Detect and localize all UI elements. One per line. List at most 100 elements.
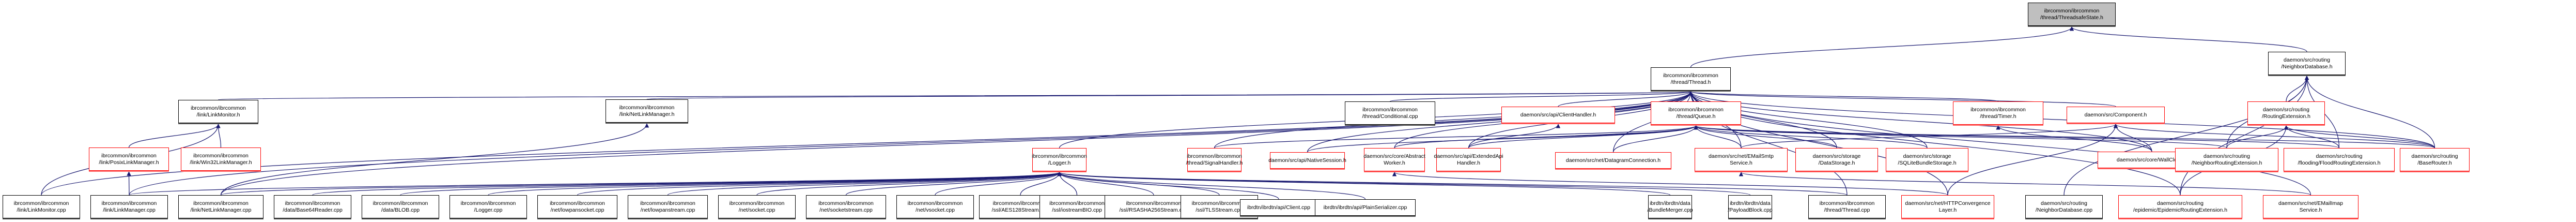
node-label-line: ibrcommon/ibrcommon	[729, 200, 785, 206]
graph-node-nativesession-h[interactable]: daemon/src/api/NativeSession.h	[1268, 152, 1346, 169]
edge-epidemic-h-to-neighbordb-h	[2180, 76, 2309, 196]
graph-node-thread-cpp[interactable]: ibrcommon/ibrcommon/thread/Thread.cpp	[1808, 195, 1886, 218]
graph-node-base64reader-cpp[interactable]: ibrcommon/ibrcommon/data/Base64Reader.cp…	[274, 195, 351, 218]
edge-floodrouting-h-to-queue-h	[1694, 125, 2340, 149]
graph-node-linkmanager-cpp[interactable]: ibrcommon/ibrcommon/link/LinkManager.cpp	[90, 195, 168, 218]
node-label-line: /link/LinkManager.cpp	[103, 206, 156, 213]
graph-node-linkmonitor-cpp[interactable]: ibrcommon/ibrcommon/link/LinkMonitor.cpp	[3, 195, 80, 218]
graph-node-signalhandler-h[interactable]: ibrcommon/ibrcommon/thread/SignalHandler…	[1186, 148, 1243, 171]
graph-node-baserouter-h[interactable]: daemon/src/routing/BaseRouter.h	[2400, 148, 2470, 171]
edge-conditional-cpp-to-thread-h	[1389, 91, 1693, 102]
graph-node-epidemic-h[interactable]: daemon/src/routing/epidemic/EpidemicRout…	[2118, 195, 2242, 218]
edge-socketstream-cpp-to-logger-h	[845, 172, 1062, 196]
graph-node-linkmonitor-h[interactable]: ibrcommon/ibrcommon/link/LinkMonitor.h	[178, 100, 258, 123]
node-label-line: /net/vsocket.cpp	[915, 206, 955, 213]
edge-lowpansocket-cpp-to-logger-h	[577, 172, 1062, 196]
edge-netlinkmanager-h-to-thread-h	[646, 91, 1692, 100]
node-label-line: /BaseRouter.h	[2417, 159, 2452, 166]
node-label-line: ibrcommon/ibrcommon	[193, 152, 249, 159]
edge-logger-cpp-to-logger-h	[488, 172, 1062, 196]
node-label-line: ibrcommon/ibrcommon	[373, 200, 428, 206]
graph-node-timer-h[interactable]: ibrcommon/ibrcommon/thread/Timer.h	[1953, 101, 2043, 125]
graph-node-payloadblock-cpp[interactable]: ibrdtn/ibrdtn/data/PayloadBlock.cpp	[1728, 195, 1773, 218]
graph-node-lowpanstream-cpp[interactable]: ibrcommon/ibrcommon/net/lowpanstream.cpp	[628, 195, 708, 218]
graph-node-datastorage-h[interactable]: daemon/src/storage/DataStorage.h	[1795, 148, 1878, 171]
graph-node-vsocket-cpp[interactable]: ibrcommon/ibrcommon/net/vsocket.cpp	[896, 195, 974, 218]
node-label-line: /BundleMerger.cpp	[1647, 206, 1693, 213]
edge-thread-cpp-to-logger-h	[1057, 172, 1848, 196]
node-label-line: daemon/src/storage	[1812, 153, 1861, 159]
graph-node-netlinkmanager-h[interactable]: ibrcommon/ibrcommon/link/NetLinkManager.…	[606, 99, 688, 123]
node-label-line: ibrdtn/ibrdtn/data	[1650, 200, 1690, 206]
graph-node-component-h[interactable]: daemon/src/Component.h	[2067, 107, 2165, 123]
node-label-line: /data/BLOB.cpp	[381, 206, 420, 213]
graph-node-plainserializer-cpp[interactable]: ibrdtn/ibrdtn/api/PlainSerializer.cpp	[1315, 199, 1416, 216]
node-label-line: ibrcommon/ibrcommon	[101, 200, 157, 206]
edge-signalhandler-h-to-queue-h	[1214, 125, 1698, 149]
graph-node-client-cpp[interactable]: ibrdtn/ibrdtn/api/Client.cpp	[1240, 199, 1317, 216]
edge-payloadblock-cpp-to-logger-h	[1057, 172, 1751, 196]
node-label-line: /link/Win32LinkManager.h	[190, 159, 252, 166]
node-label-line: daemon/src/storage	[1903, 153, 1951, 159]
graph-node-iostreambio-cpp[interactable]: ibrcommon/ibrcommon/ssl/iostreamBIO.cpp	[1039, 195, 1114, 218]
node-label-line: /flooding/FloodRoutingExtension.h	[2298, 159, 2381, 166]
graph-node-logger-h[interactable]: ibrcommon/ibrcommon/Logger.h	[1032, 148, 1087, 171]
edge-win32linkmgr-h-to-linkmonitor-h	[216, 124, 222, 148]
node-label-line: ibrcommon/ibrcommon	[2044, 7, 2100, 14]
graph-node-logger-cpp[interactable]: ibrcommon/ibrcommon/Logger.cpp	[449, 195, 527, 218]
node-label-line: ibrdtn/ibrdtn/api/Client.cpp	[1247, 204, 1310, 211]
graph-node-clienthandler-h[interactable]: daemon/src/api/ClientHandler.h	[1501, 107, 1615, 123]
graph-node-netlinkmanager-cpp[interactable]: ibrcommon/ibrcommon/link/NetLinkManager.…	[178, 195, 263, 218]
node-label-line: daemon/src/routing	[2203, 153, 2250, 159]
node-label-line: /thread/Thread.cpp	[1824, 206, 1870, 213]
graph-node-bundlemerger-cpp[interactable]: ibrdtn/ibrdtn/data/BundleMerger.cpp	[1647, 195, 1693, 218]
graph-node-routingext-h[interactable]: daemon/src/routing/RoutingExtension.h	[2247, 101, 2325, 125]
graph-node-posixlinkmgr-h[interactable]: ibrcommon/ibrcommon/link/PosixLinkManage…	[89, 147, 169, 171]
node-label-line: /Logger.h	[1048, 159, 1071, 166]
node-label-line: daemon/src/Component.h	[2084, 111, 2147, 118]
edge-baserouter-h-to-routingext-h	[2284, 125, 2435, 149]
node-label-line: ibrcommon/ibrcommon	[1191, 200, 1247, 206]
edge-routingext-h-to-neighbordb-h	[2286, 76, 2309, 102]
graph-node-floodrouting-h[interactable]: daemon/src/routing/flooding/FloodRouting…	[2284, 148, 2395, 171]
graph-node-blob-cpp[interactable]: ibrcommon/ibrcommon/data/BLOB.cpp	[362, 195, 439, 218]
edge-clienthandler-h-to-thread-h	[1558, 91, 1693, 107]
graph-node-win32linkmgr-h[interactable]: ibrcommon/ibrcommon/link/Win32LinkManage…	[181, 147, 261, 171]
node-label-line: ibrcommon/ibrcommon	[1032, 153, 1087, 159]
node-label-line: /thread/Conditional.cpp	[1362, 113, 1418, 120]
node-label-line: /ssl/AES128Stream.cpp	[991, 206, 1049, 213]
edge-abstractworker-h-to-queue-h	[1394, 125, 1698, 149]
edge-lowpanstream-cpp-to-logger-h	[667, 172, 1062, 196]
graph-node-thread-h[interactable]: ibrcommon/ibrcommon/thread/Thread.h	[1651, 67, 1731, 91]
graph-node-datagramconn-h[interactable]: daemon/src/net/DatagramConnection.h	[1555, 152, 1671, 169]
graph-node-conditional-cpp[interactable]: ibrcommon/ibrcommon/thread/Conditional.c…	[1345, 101, 1435, 125]
graph-node-lowpansocket-cpp[interactable]: ibrcommon/ibrcommon/net/lowpansocket.cpp	[537, 195, 617, 218]
node-label-line: ibrcommon/ibrcommon	[285, 200, 340, 206]
node-label-line: ibrcommon/ibrcommon	[1970, 106, 2026, 113]
edge-neighborroutingext-h-to-queue-h	[1694, 125, 2227, 149]
graph-node-root[interactable]: ibrcommon/ibrcommon/thread/ThreadsafeSta…	[2028, 3, 2116, 26]
graph-node-sqlitebundle-h[interactable]: daemon/src/storage/SQLiteBundleStorage.h	[1886, 148, 1968, 171]
graph-node-neighbordb-h[interactable]: daemon/src/routing/NeighborDatabase.h	[2268, 52, 2346, 75]
node-label-line: ibrcommon/ibrcommon	[1668, 106, 1724, 113]
edge-component-h-to-thread-h	[1688, 91, 2116, 107]
node-label-line: daemon/src/net/DatagramConnection.h	[1565, 157, 1661, 164]
node-label-line: ibrcommon/ibrcommon	[460, 200, 516, 206]
node-label-line: /link/PosixLinkManager.h	[99, 159, 159, 166]
graph-node-socketstream-cpp[interactable]: ibrcommon/ibrcommon/net/socketstream.cpp	[806, 195, 886, 218]
graph-node-neighbordb-cpp[interactable]: daemon/src/routing/NeighborDatabase.cpp	[2025, 195, 2103, 218]
edge-posixlinkmgr-h-to-linkmonitor-h	[128, 124, 221, 148]
node-label-line: ibrcommon/ibrcommon	[13, 200, 69, 206]
node-label-line: daemon/src/routing	[2411, 153, 2458, 159]
graph-node-socket-cpp[interactable]: ibrcommon/ibrcommon/net/socket.cpp	[718, 195, 796, 218]
graph-node-neighborroutingext-h[interactable]: daemon/src/routing/NeighborRoutingExtens…	[2175, 148, 2278, 171]
edge-emailsmtp-h-to-component-h	[1741, 124, 2118, 149]
graph-node-queue-h[interactable]: ibrcommon/ibrcommon/thread/Queue.h	[1651, 101, 1741, 125]
edge-extendedapi-h-to-queue-h	[1468, 125, 1698, 149]
edge-baserouter-h-to-queue-h	[1694, 125, 2435, 149]
